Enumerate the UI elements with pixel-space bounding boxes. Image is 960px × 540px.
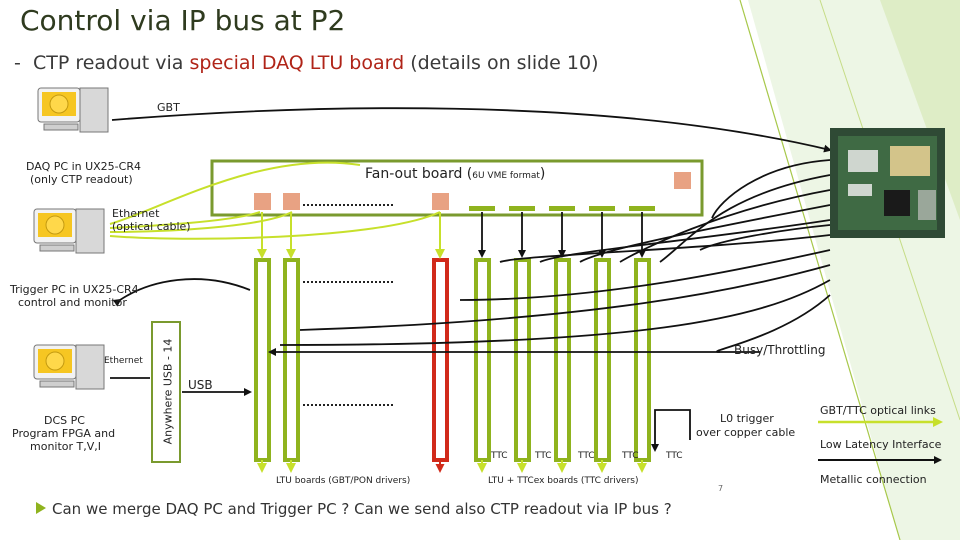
legend-low-latency: Low Latency Interface — [820, 438, 942, 451]
computer-icon — [33, 344, 105, 390]
ttc-label: TTC — [578, 451, 595, 461]
bullet-question: Can we merge DAQ PC and Trigger PC ? Can… — [52, 500, 672, 518]
fanout-label-main: Fan-out board ( — [365, 166, 473, 182]
computer-icon — [33, 208, 105, 254]
ltu-boards-label: LTU boards (GBT/PON drivers) — [276, 476, 411, 486]
ltu-ttcex-boards — [474, 258, 651, 462]
subtitle-highlight: special DAQ LTU board — [189, 52, 405, 74]
fanout-to-ltu-arrows — [257, 212, 445, 259]
fanout-port-salmon — [283, 193, 300, 210]
fanout-label-close: ) — [539, 166, 546, 182]
fanout-port-salmon — [432, 193, 449, 210]
fanout-label: Fan-out board (6U VME format) — [365, 166, 545, 182]
busy-throttling-bundle — [279, 159, 831, 353]
usb-hub-icon — [151, 321, 181, 463]
fanout-to-ttcex-arrows — [478, 212, 646, 258]
fanout-connectors — [469, 206, 655, 211]
ttc-label: TTC — [622, 451, 639, 461]
legend-gbt-ttc: GBT/TTC optical links — [820, 404, 936, 417]
subtitle-dash: - — [14, 52, 21, 74]
dcs-pc-label-2: Program FPGA and — [12, 427, 116, 440]
busy-throttling-label: Busy/Throttling — [734, 343, 826, 357]
gbt-label: GBT — [157, 101, 180, 114]
legend-metallic: Metallic connection — [820, 473, 927, 486]
l0-trigger-label-1: L0 trigger — [720, 412, 774, 425]
ethernet-label-1: Ethernet — [112, 207, 160, 220]
daq-pc-label-2: (only CTP readout) — [30, 173, 133, 186]
ttc-label: TTC — [666, 451, 683, 461]
ethernet-small-label: Ethernet — [104, 356, 143, 366]
ethernet-optical-links — [109, 161, 441, 240]
usb-label: USB — [188, 378, 213, 392]
usb-hub-label: Anywhere USB - 14 — [161, 338, 175, 445]
dcs-pc-label-1: DCS PC — [44, 414, 85, 427]
ethernet-label-2: (optical cable) — [112, 220, 191, 233]
ltu-boards — [254, 258, 449, 462]
fanout-label-small: 6U VME format — [472, 171, 540, 181]
l0-trigger-link — [651, 409, 691, 452]
trigger-pc-label-1: Trigger PC in UX25-CR4 — [10, 283, 139, 296]
computer-icon — [37, 87, 109, 133]
ttc-label: TTC — [535, 451, 552, 461]
fanout-port-salmon — [254, 193, 271, 210]
subtitle-pre: CTP readout via — [32, 52, 190, 74]
arrow-bullet-icon — [36, 502, 46, 514]
gbt-link — [111, 107, 832, 153]
fanout-port-salmon — [674, 172, 691, 189]
ttc-label: TTC — [491, 451, 508, 461]
daq-pc-label-1: DAQ PC in UX25-CR4 — [26, 160, 141, 173]
page-subtitle: - CTP readout via special DAQ LTU board … — [14, 52, 599, 74]
slide-number: 7 — [718, 484, 724, 493]
subtitle-post: (details on slide 10) — [404, 52, 599, 74]
l0-trigger-label-2: over copper cable — [696, 426, 796, 439]
trigger-pc-label-2: control and monitor — [18, 296, 127, 309]
dcs-pc-label-3: monitor T,V,I — [30, 440, 102, 453]
ltu-output-arrows — [257, 460, 647, 473]
trigger-ethernet — [112, 278, 251, 307]
board-photo — [830, 128, 945, 238]
ltu-ttcex-label: LTU + TTCex boards (TTC drivers) — [488, 476, 639, 486]
page-title: Control via IP bus at P2 — [20, 4, 346, 37]
